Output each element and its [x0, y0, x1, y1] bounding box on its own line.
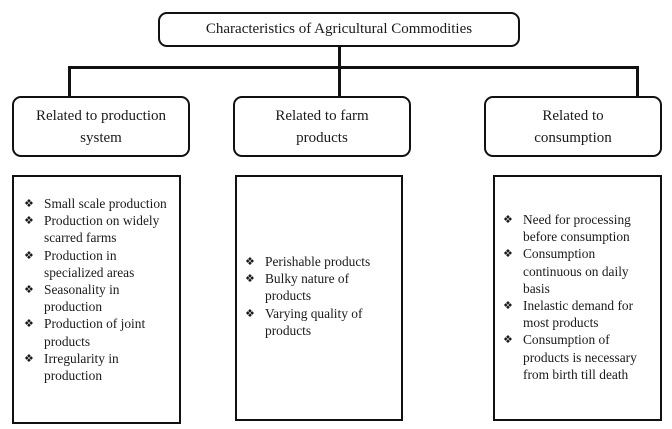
diamond-bullet-icon: ❖: [503, 299, 513, 313]
list-item: ❖Consumption of products is necessary fr…: [503, 332, 637, 382]
diamond-bullet-icon: ❖: [503, 333, 513, 347]
diamond-bullet-icon: ❖: [24, 317, 34, 331]
connector-horizontal: [68, 66, 639, 69]
connector-left-down: [68, 66, 71, 96]
detail-box-production: ❖Small scale production ❖Production on w…: [12, 175, 181, 424]
detail-list: ❖Perishable products ❖Bulky nature of pr…: [237, 253, 401, 339]
diamond-bullet-icon: ❖: [245, 306, 255, 320]
diamond-bullet-icon: ❖: [24, 248, 34, 262]
list-item: ❖Inelastic demand for most products: [503, 298, 634, 331]
list-item: ❖Bulky nature of products: [245, 271, 350, 304]
detail-box-consumption: ❖Need for processing before consumption …: [493, 175, 662, 421]
category-node-farm-products: Related to farm products: [233, 96, 411, 157]
diamond-bullet-icon: ❖: [245, 255, 255, 268]
detail-box-farm-products: ❖Perishable products ❖Bulky nature of pr…: [235, 175, 403, 421]
root-node: Characteristics of Agricultural Commodit…: [158, 12, 520, 47]
diamond-bullet-icon: ❖: [24, 197, 34, 210]
detail-list: ❖Small scale production ❖Production on w…: [14, 195, 179, 384]
list-item: ❖Production of joint products: [24, 316, 146, 349]
root-label: Characteristics of Agricultural Commodit…: [205, 21, 473, 37]
list-item: ❖Production in specialized areas: [24, 247, 135, 280]
list-item: ❖Perishable products: [245, 254, 371, 269]
list-item: ❖Consumption continuous on daily basis: [503, 246, 629, 296]
category-node-production: Related to production system: [12, 96, 190, 157]
diamond-bullet-icon: ❖: [24, 283, 34, 297]
list-item: ❖Varying quality of products: [245, 305, 363, 338]
category-label: Related to consumption: [534, 107, 612, 146]
list-item: ❖Production on widely scarred farms: [24, 213, 160, 246]
diamond-bullet-icon: ❖: [503, 213, 513, 226]
diamond-bullet-icon: ❖: [24, 214, 34, 228]
category-label: Related to production system: [36, 107, 166, 146]
list-item: ❖Need for processing before consumption: [503, 212, 631, 245]
detail-list: ❖Need for processing before consumption …: [495, 211, 660, 383]
connector-right-down: [636, 66, 639, 96]
diamond-bullet-icon: ❖: [245, 272, 255, 286]
diamond-bullet-icon: ❖: [24, 351, 34, 365]
list-item: ❖Seasonality in production: [24, 282, 120, 315]
category-node-consumption: Related to consumption: [484, 96, 662, 157]
connector-root-down: [338, 46, 341, 96]
list-item: ❖Small scale production: [24, 196, 167, 211]
list-item: ❖Irregularity in production: [24, 350, 119, 384]
diamond-bullet-icon: ❖: [503, 247, 513, 261]
category-label: Related to farm products: [275, 107, 369, 146]
